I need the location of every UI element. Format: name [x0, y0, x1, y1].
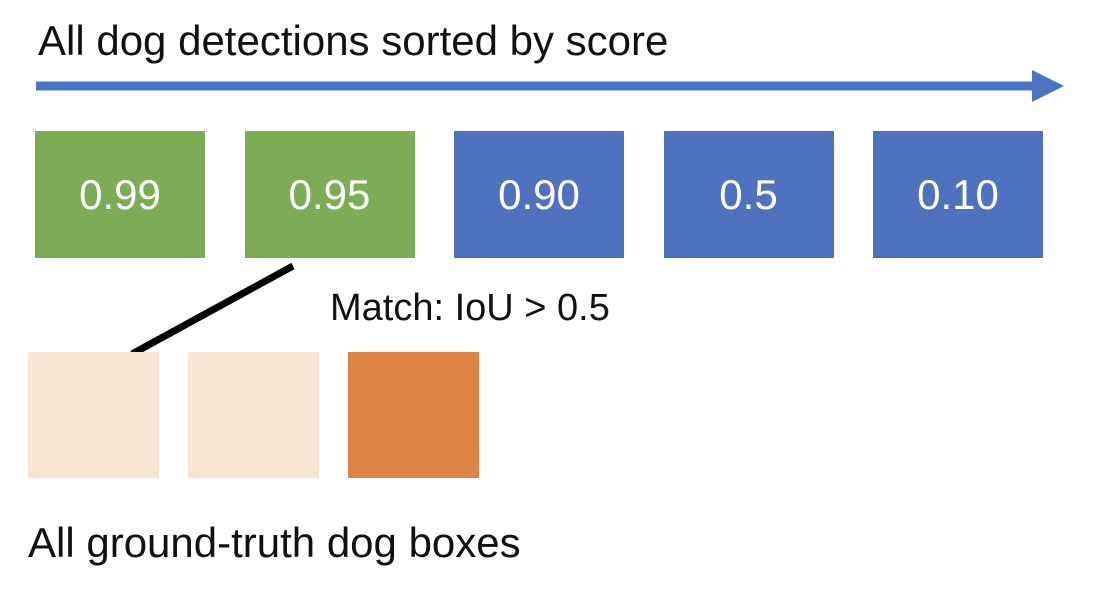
arrow-head-icon — [1032, 70, 1064, 102]
detection-score: 0.90 — [498, 170, 580, 218]
detection-score: 0.99 — [79, 170, 161, 218]
detections-row: 0.99 0.95 0.90 0.5 0.10 — [35, 131, 1043, 258]
detection-score: 0.5 — [719, 170, 778, 218]
ground-truth-box — [188, 352, 319, 478]
score-sort-arrow — [36, 70, 1064, 102]
ground-truth-box — [28, 352, 159, 478]
detection-box: 0.5 — [663, 131, 834, 258]
ground-truth-row — [28, 352, 479, 478]
footer-ground-truth-label: All ground-truth dog boxes — [28, 519, 521, 566]
detection-box: 0.99 — [35, 131, 205, 258]
detection-score: 0.10 — [917, 170, 999, 218]
detection-box: 0.90 — [454, 131, 624, 258]
arrow-shaft — [36, 81, 1038, 91]
ground-truth-box — [348, 352, 479, 478]
detection-box: 0.10 — [873, 131, 1043, 258]
detection-score: 0.95 — [288, 170, 371, 218]
match-line — [130, 262, 295, 358]
match-iou-label: Match: IoU > 0.5 — [330, 287, 610, 329]
title-detections-sorted: All dog detections sorted by score — [38, 17, 669, 64]
detection-box: 0.95 — [244, 131, 415, 258]
match-connector-line — [130, 262, 295, 358]
